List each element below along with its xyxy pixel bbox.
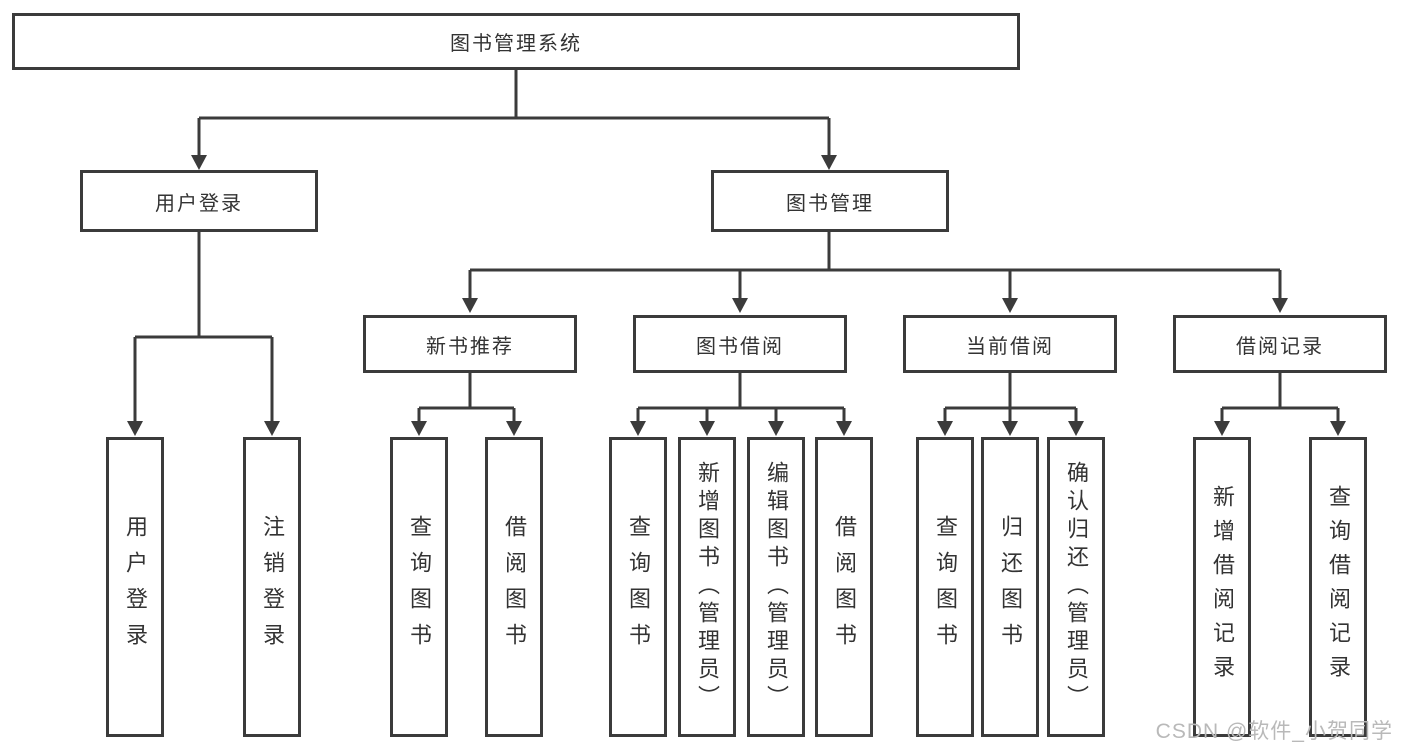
leaf-label: 查询图书 <box>933 515 958 659</box>
leaf-label: 编辑图书（管理员） <box>764 461 789 713</box>
node-book-management: 图书管理 <box>711 170 949 232</box>
leaf-label: 新增借阅记录 <box>1210 485 1235 689</box>
node-system-root: 图书管理系统 <box>12 13 1020 70</box>
leaf-user-login: 用户登录 <box>106 437 164 737</box>
node-current-borrow: 当前借阅 <box>903 315 1117 373</box>
leaf-newbooks-query: 查询图书 <box>390 437 448 737</box>
leaf-borrow-query: 查询图书 <box>609 437 667 737</box>
leaf-label: 查询图书 <box>407 515 432 659</box>
leaf-label: 注销登录 <box>260 515 285 659</box>
node-book-borrow: 图书借阅 <box>633 315 847 373</box>
leaf-label: 查询借阅记录 <box>1326 485 1351 689</box>
node-new-book-recommend: 新书推荐 <box>363 315 577 373</box>
node-user-login: 用户登录 <box>80 170 318 232</box>
leaf-current-query: 查询图书 <box>916 437 974 737</box>
leaf-borrow-add-admin: 新增图书（管理员） <box>678 437 736 737</box>
leaf-records-add: 新增借阅记录 <box>1193 437 1251 737</box>
leaf-logout: 注销登录 <box>243 437 301 737</box>
leaf-label: 归还图书 <box>998 515 1023 659</box>
node-borrow-records: 借阅记录 <box>1173 315 1387 373</box>
leaf-label: 借阅图书 <box>502 515 527 659</box>
leaf-label: 用户登录 <box>123 515 148 659</box>
leaf-label: 确认归还（管理员） <box>1064 461 1089 713</box>
leaf-label: 查询图书 <box>626 515 651 659</box>
csdn-watermark: CSDN @软件_小贺同学 <box>1155 720 1393 743</box>
leaf-label: 借阅图书 <box>832 515 857 659</box>
leaf-records-query: 查询借阅记录 <box>1309 437 1367 737</box>
leaf-borrow-edit-admin: 编辑图书（管理员） <box>747 437 805 737</box>
leaf-current-confirm-admin: 确认归还（管理员） <box>1047 437 1105 737</box>
leaf-borrow-book: 借阅图书 <box>815 437 873 737</box>
leaf-current-return: 归还图书 <box>981 437 1039 737</box>
leaf-newbooks-borrow: 借阅图书 <box>485 437 543 737</box>
leaf-label: 新增图书（管理员） <box>695 461 720 713</box>
